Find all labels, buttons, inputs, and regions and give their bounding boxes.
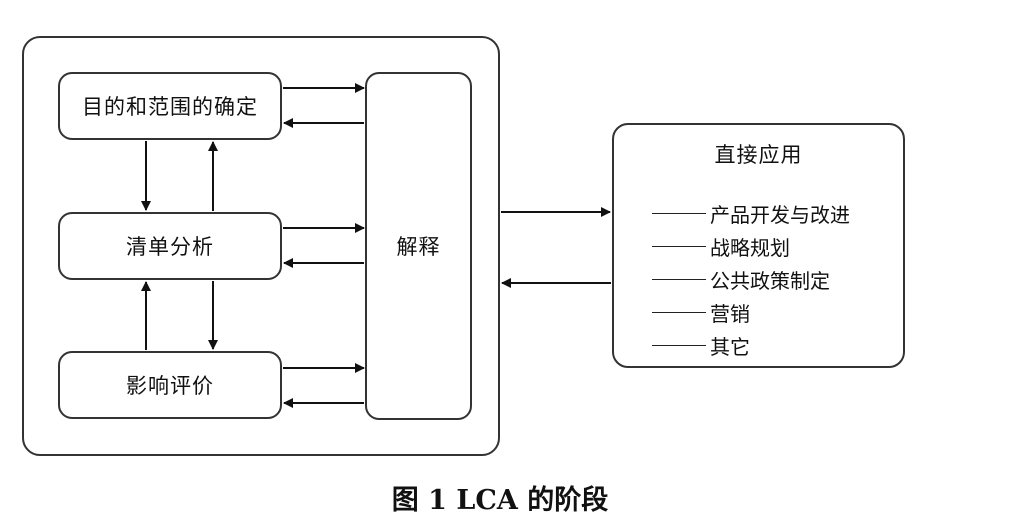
- goal-and-scope-box: 目的和范围的确定: [58, 72, 282, 140]
- figure-caption: 图 1 LCA 的阶段: [391, 485, 609, 516]
- application-item: 公共政策制定: [652, 263, 850, 296]
- application-item: 其它: [652, 329, 850, 362]
- application-item: 产品开发与改进: [652, 197, 850, 230]
- direct-applications-title: 直接应用: [714, 143, 803, 167]
- dash-line: [652, 246, 706, 247]
- direct-applications-box: 直接应用 产品开发与改进 战略规划 公共政策制定 营销 其它: [612, 123, 905, 368]
- dash-line: [652, 213, 706, 214]
- applications-list: 产品开发与改进 战略规划 公共政策制定 营销 其它: [652, 197, 850, 362]
- inventory-analysis-box: 清单分析: [58, 212, 282, 280]
- inventory-analysis-label: 清单分析: [126, 235, 214, 259]
- application-item: 营销: [652, 296, 850, 329]
- impact-assessment-box: 影响评价: [58, 351, 282, 419]
- dash-line: [652, 345, 706, 346]
- dash-line: [652, 312, 706, 313]
- impact-assessment-label: 影响评价: [126, 374, 214, 398]
- dash-line: [652, 279, 706, 280]
- interpretation-label: 解释: [396, 235, 441, 259]
- goal-and-scope-label: 目的和范围的确定: [82, 95, 258, 119]
- interpretation-box: 解释: [365, 72, 472, 420]
- application-item: 战略规划: [652, 230, 850, 263]
